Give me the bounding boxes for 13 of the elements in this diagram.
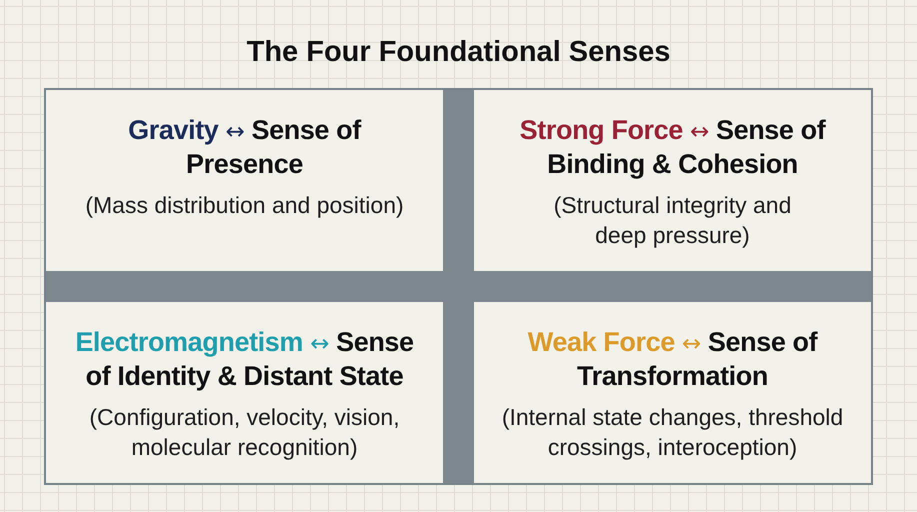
card-heading: Electromagnetism ↔ Sense of Identity & Distant State [74, 326, 415, 392]
diagram-title: The Four Foundational Senses [246, 35, 670, 70]
sense-card [474, 90, 871, 271]
description-text: (Mass distribution and position) [85, 191, 404, 220]
description-text: (Internal state changes, threshold crossings, interoception) [500, 403, 844, 462]
description-text: (Configuration, velocity, vision, molecular recognition) [88, 403, 401, 462]
sense-card [474, 302, 871, 483]
sense-card [46, 90, 443, 271]
card-heading: Gravity ↔ Sense of Presence [127, 114, 362, 180]
card-heading: Weak Force ↔ Sense of Transformation [526, 326, 819, 392]
sense-card [46, 302, 443, 483]
description-text: (Structural integrity and deep pressure) [552, 191, 792, 250]
card-heading: Strong Force ↔ Sense of Binding & Cohesion [518, 114, 827, 180]
